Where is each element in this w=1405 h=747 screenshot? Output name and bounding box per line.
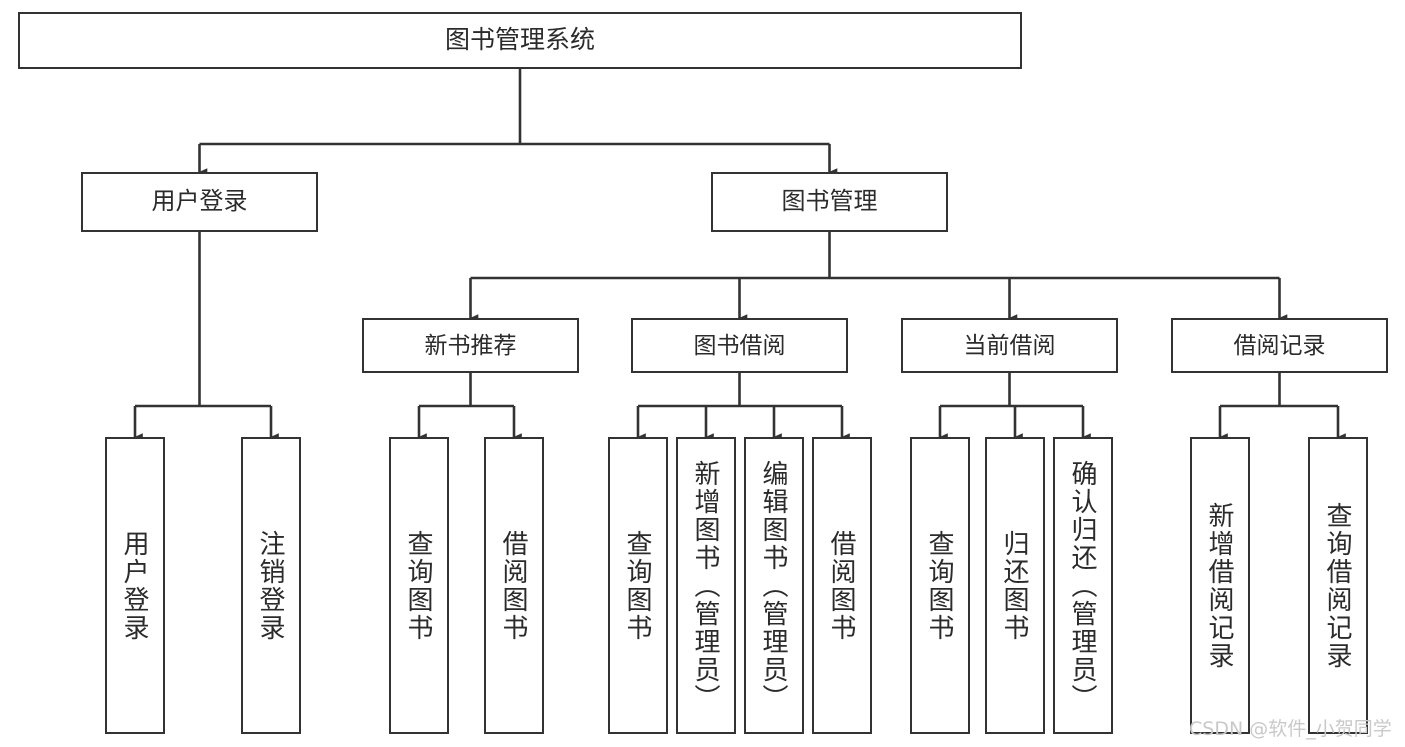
node-l-bor-3[interactable]: 编辑图书（管理员） (744, 437, 804, 734)
node-label-l-bor-4: 借阅图书 (827, 529, 857, 642)
node-label-l-bor-1: 查询图书 (623, 529, 653, 642)
node-l-rec-2[interactable]: 查询借阅记录 (1308, 437, 1368, 734)
node-label-l-cur-2: 归还图书 (1000, 529, 1030, 642)
node-label-l-login-2: 注销登录 (256, 529, 286, 642)
node-current[interactable]: 当前借阅 (901, 318, 1118, 373)
node-l-new-1[interactable]: 查询图书 (389, 437, 449, 734)
node-label-l-cur-1: 查询图书 (925, 529, 955, 642)
node-label-record: 借阅记录 (1233, 332, 1326, 359)
node-label-l-login-1: 用户登录 (120, 529, 150, 642)
node-l-cur-2[interactable]: 归还图书 (985, 437, 1045, 734)
node-label-l-bor-3: 编辑图书（管理员） (759, 459, 789, 712)
node-l-login-1[interactable]: 用户登录 (105, 437, 165, 734)
node-label-newbook: 新书推荐 (424, 332, 517, 359)
node-l-new-2[interactable]: 借阅图书 (484, 437, 544, 734)
node-label-l-cur-3: 确认归还（管理员） (1068, 459, 1098, 712)
node-l-bor-2[interactable]: 新增图书（管理员） (676, 437, 736, 734)
node-label-l-rec-1: 新增借阅记录 (1205, 501, 1235, 670)
node-l-bor-1[interactable]: 查询图书 (608, 437, 668, 734)
node-l-bor-4[interactable]: 借阅图书 (812, 437, 872, 734)
node-l-login-2[interactable]: 注销登录 (241, 437, 301, 734)
node-label-root: 图书管理系统 (444, 26, 595, 55)
node-record[interactable]: 借阅记录 (1171, 318, 1388, 373)
node-newbook[interactable]: 新书推荐 (362, 318, 579, 373)
node-label-l-rec-2: 查询借阅记录 (1323, 501, 1353, 670)
node-label-bookmgmt: 图书管理 (781, 188, 878, 216)
node-label-current: 当前借阅 (963, 332, 1056, 359)
node-l-rec-1[interactable]: 新增借阅记录 (1190, 437, 1250, 734)
node-l-cur-3[interactable]: 确认归还（管理员） (1053, 437, 1113, 734)
node-root[interactable]: 图书管理系统 (18, 12, 1022, 69)
node-login[interactable]: 用户登录 (81, 172, 318, 232)
node-label-borrow: 图书借阅 (693, 332, 786, 359)
node-label-login: 用户登录 (151, 188, 248, 216)
edge-group (133, 69, 1346, 441)
node-label-l-new-2: 借阅图书 (499, 529, 529, 642)
node-bookmgmt[interactable]: 图书管理 (711, 172, 948, 232)
node-borrow[interactable]: 图书借阅 (631, 318, 848, 373)
node-l-cur-1[interactable]: 查询图书 (910, 437, 970, 734)
node-label-l-bor-2: 新增图书（管理员） (691, 459, 721, 712)
node-label-l-new-1: 查询图书 (404, 529, 434, 642)
